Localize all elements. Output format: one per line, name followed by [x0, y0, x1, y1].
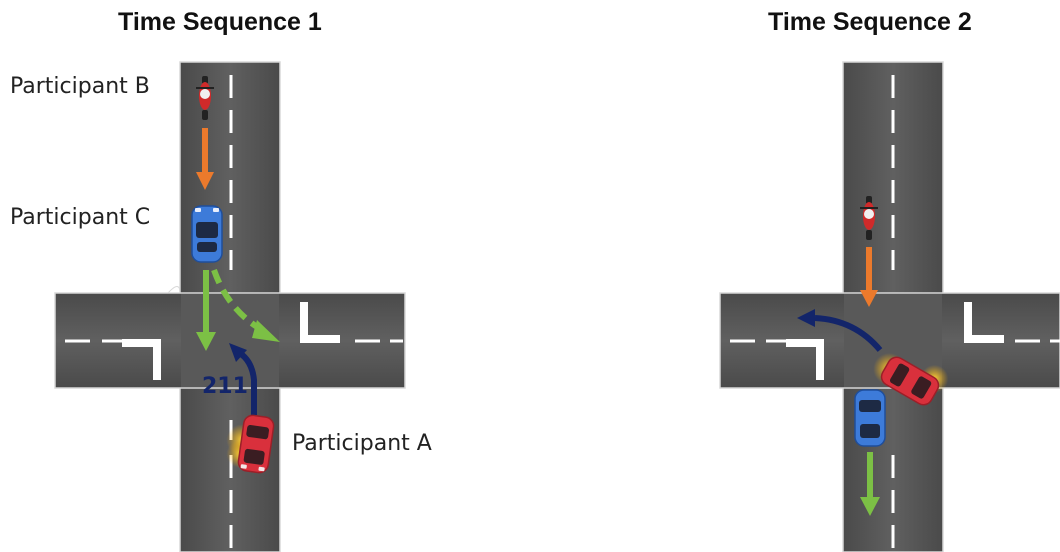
panel-2-title: Time Sequence 2	[768, 8, 972, 36]
arrow-orange-straight-panel-2	[860, 247, 878, 307]
label-number-211: 211	[202, 374, 248, 399]
label-participant-c: Participant C	[10, 205, 151, 230]
panel-2-intersection	[719, 61, 1060, 552]
arrow-blue-turn-panel-2	[797, 309, 883, 352]
panel-1-title: Time Sequence 1	[118, 8, 322, 36]
car-participant-a	[226, 414, 275, 474]
motorbike-panel-2	[860, 196, 878, 240]
arrow-green-straight	[196, 270, 216, 351]
car-participant-c	[191, 205, 223, 263]
arrow-green-dashed-left-turn	[211, 268, 280, 342]
arrow-green-straight-panel-2	[860, 452, 880, 516]
car-blue-panel-2	[854, 389, 886, 447]
car-red-panel-2	[873, 353, 949, 406]
arrow-orange-straight	[196, 128, 214, 190]
label-participant-b: Participant B	[10, 74, 150, 99]
panel-1-intersection	[54, 61, 406, 552]
label-participant-a: Participant A	[292, 431, 432, 456]
motorbike-participant-b	[196, 76, 214, 120]
arrow-blue-right-turn	[229, 343, 257, 415]
